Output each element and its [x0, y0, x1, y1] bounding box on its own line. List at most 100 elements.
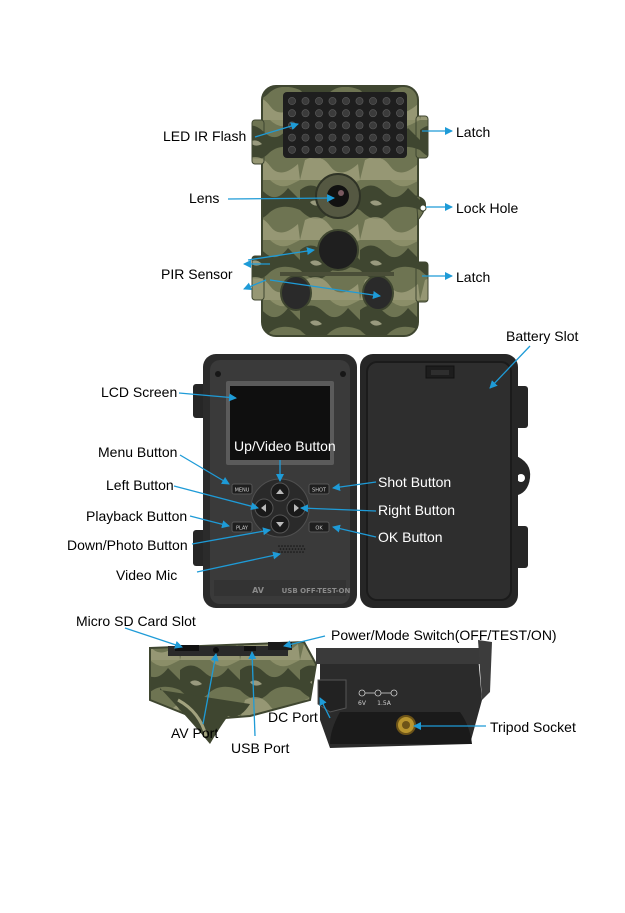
up-video-button-label: Up/Video Button [234, 438, 336, 454]
ir-led [288, 97, 295, 104]
mic-hole [287, 545, 289, 547]
ir-led [329, 110, 336, 117]
ir-led [315, 122, 322, 129]
mic-hole [283, 548, 285, 550]
front-camera [252, 86, 428, 336]
ir-led [329, 134, 336, 141]
av-strip-text: AV [252, 586, 265, 595]
ir-led [396, 110, 403, 117]
lock-hole-label: Lock Hole [456, 200, 518, 216]
latch-top-shape [416, 116, 428, 158]
ir-led [288, 134, 295, 141]
usb-port-label: USB Port [231, 740, 289, 756]
mic-hole [290, 551, 292, 553]
mic-hole [287, 551, 289, 553]
right-button-label: Right Button [378, 502, 455, 518]
mic-hole [296, 545, 298, 547]
mic-hole [293, 551, 295, 553]
shot-button-label: Shot Button [378, 474, 451, 490]
latch-top-label: Latch [456, 124, 490, 140]
mic-hole [301, 548, 303, 550]
menu-button-label: Menu Button [98, 444, 177, 460]
mic-hole [290, 545, 292, 547]
ir-led [356, 97, 363, 104]
power-mode-switch-label: Power/Mode Switch(OFF/TEST/ON) [331, 627, 557, 643]
ir-led [302, 134, 309, 141]
mic-hole [284, 545, 286, 547]
av-port-label: AV Port [171, 725, 218, 741]
ir-led [369, 110, 376, 117]
mic-hole [289, 548, 291, 550]
ir-led [356, 122, 363, 129]
ir-led [396, 146, 403, 153]
ir-led [302, 110, 309, 117]
shot-button-text: SHOT [312, 488, 327, 494]
ir-led [288, 146, 295, 153]
ir-led [329, 97, 336, 104]
ir-led [329, 122, 336, 129]
ir-led [315, 146, 322, 153]
mic-hole [304, 548, 306, 550]
play-button-text: PLAY [236, 526, 249, 532]
led-ir-flash-label: LED IR Flash [163, 128, 246, 144]
ok-button-label: OK Button [378, 529, 443, 545]
ir-led [356, 146, 363, 153]
mic-hole [302, 551, 304, 553]
ir-led [369, 122, 376, 129]
ir-led [315, 97, 322, 104]
ir-led [369, 134, 376, 141]
ir-led [356, 110, 363, 117]
playback-button-label: Playback Button [86, 508, 187, 524]
ir-led [396, 97, 403, 104]
ir-led [369, 146, 376, 153]
mic-hole [280, 548, 282, 550]
mic-hole [296, 551, 298, 553]
ir-led [342, 97, 349, 104]
pir-sensor-center [318, 230, 358, 270]
dc-current-text: 1.5A [377, 700, 392, 707]
ir-led [383, 134, 390, 141]
ir-led [369, 97, 376, 104]
mic-hole [281, 551, 283, 553]
ir-led [302, 122, 309, 129]
pir-sensor-right [363, 276, 393, 310]
mic-hole [302, 545, 304, 547]
ir-led [315, 110, 322, 117]
ir-led [356, 134, 363, 141]
ir-led [315, 134, 322, 141]
switch-strip-text: USB OFF-TEST-ON [282, 587, 351, 595]
mic-hole [299, 545, 301, 547]
latch-bottom-label: Latch [456, 269, 490, 285]
lens-glass [327, 185, 349, 207]
video-mic-label: Video Mic [116, 567, 177, 583]
lens-label: Lens [189, 190, 219, 206]
mic-hole [299, 551, 301, 553]
mic-hole [286, 548, 288, 550]
menu-button-text: MENU [235, 488, 250, 494]
ir-led [342, 134, 349, 141]
ir-led [288, 110, 295, 117]
dc-voltage-text: 6V [358, 700, 367, 707]
mic-hole [284, 551, 286, 553]
pir-sensor-left [281, 276, 311, 310]
ir-led [329, 146, 336, 153]
ir-led [396, 122, 403, 129]
mic-hole [278, 551, 280, 553]
ir-led [302, 146, 309, 153]
ir-led [396, 134, 403, 141]
ir-led [383, 110, 390, 117]
mic-hole [292, 548, 294, 550]
mic-hole [298, 548, 300, 550]
left-button-label: Left Button [106, 477, 174, 493]
ir-led [302, 97, 309, 104]
dc-port-label: DC Port [268, 709, 318, 725]
bottom-view-right [316, 640, 492, 748]
ir-led [383, 146, 390, 153]
down-photo-button-label: Down/Photo Button [67, 537, 188, 553]
ir-led [342, 122, 349, 129]
ir-led [383, 97, 390, 104]
mic-hole [295, 548, 297, 550]
camera-front-body [193, 354, 357, 608]
